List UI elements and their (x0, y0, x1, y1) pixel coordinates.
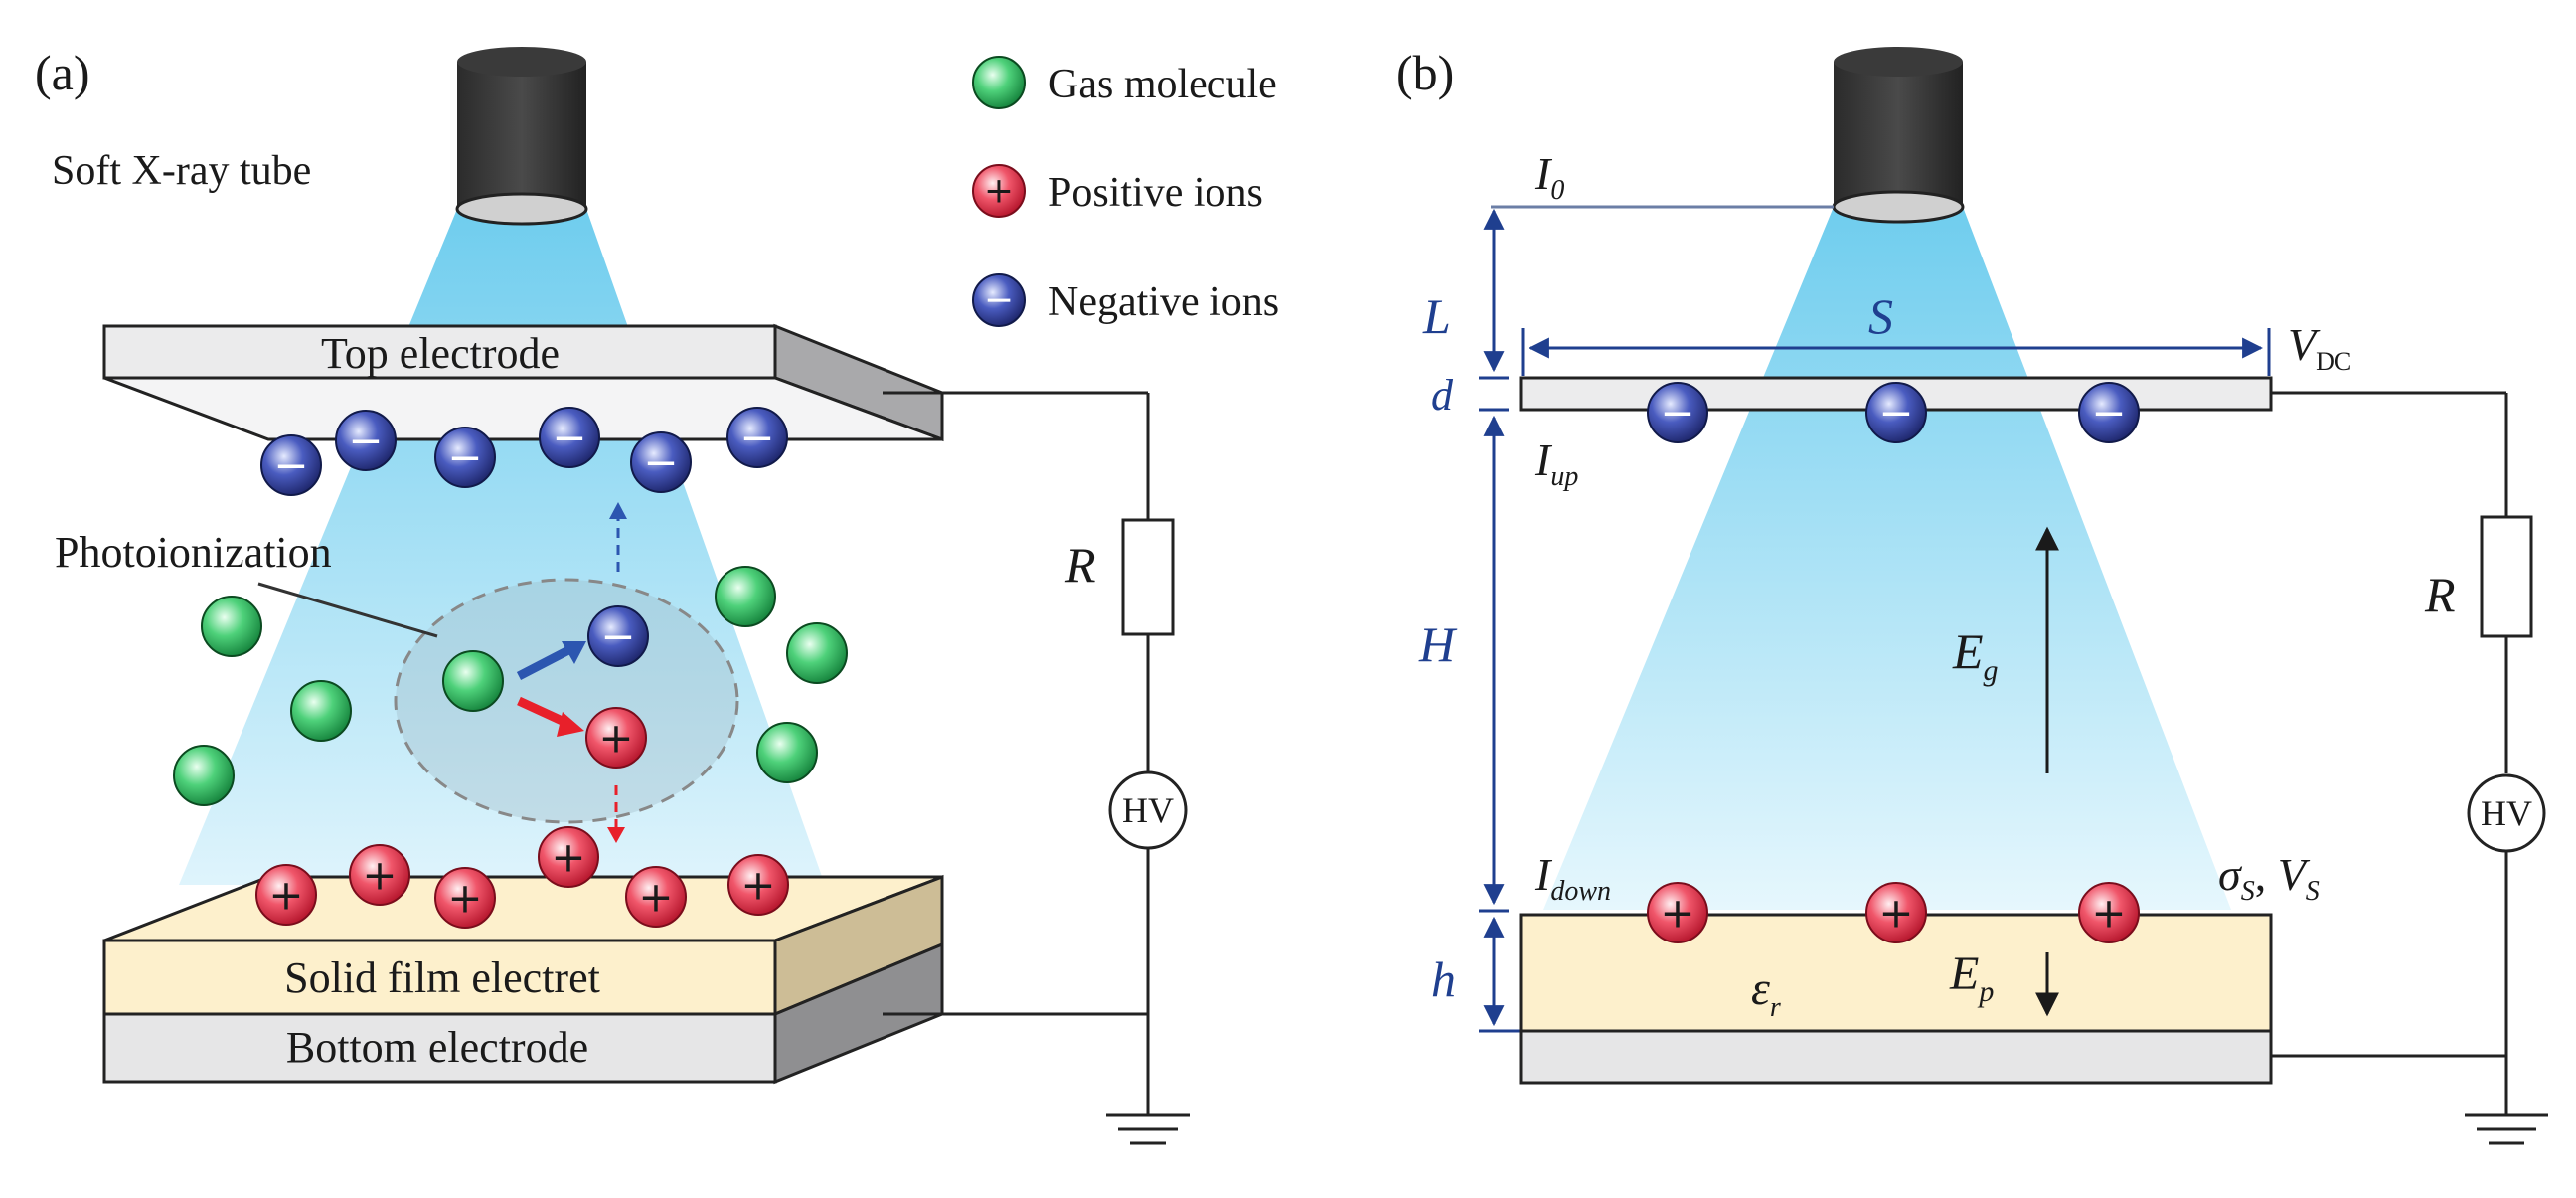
svg-text:−: − (739, 414, 774, 462)
hv-label-a: HV (1122, 790, 1174, 830)
dimension-line-vertical (1479, 208, 1521, 1033)
negative-ions-b: − − − (1647, 382, 2140, 443)
i0-label: I0 (1534, 148, 1564, 206)
panel-b-label: (b) (1396, 45, 1454, 100)
photoionization-label: Photoionization (55, 528, 332, 577)
ionization-arrow-positive (517, 696, 570, 729)
legend-negative-label: Negative ions (1048, 279, 1279, 325)
ionization-arrow-negative (516, 644, 575, 680)
iup-label: Iup (1534, 434, 1578, 492)
legend-gas-label: Gas molecule (1048, 62, 1277, 107)
gas-molecules-a (173, 566, 848, 806)
vdc-label: VDC (2288, 319, 2351, 376)
eg-label: Eg (1952, 623, 1999, 687)
xray-beam-b (1543, 207, 2231, 910)
svg-text:+: + (1878, 889, 1913, 938)
svg-text:−: − (273, 441, 308, 490)
svg-text:+: + (362, 851, 397, 900)
hv-label-b: HV (2481, 793, 2532, 833)
circuit-a (883, 391, 1190, 1145)
dim-L: L (1422, 288, 1451, 344)
svg-text:+: + (268, 871, 303, 920)
idown-label: Idown (1534, 849, 1611, 907)
svg-text:+: + (1660, 889, 1694, 938)
dim-h: h (1431, 951, 1456, 1007)
central-negative-ion: − (587, 605, 649, 667)
panel-a-label: (a) (35, 45, 90, 100)
panel-a: (a) Soft X-ray tube Gas molecule + Posit… (35, 45, 1279, 1145)
svg-text:−: − (348, 417, 383, 465)
photoionization-leader (257, 582, 438, 638)
svg-text:−: − (643, 438, 678, 487)
svg-text:−: − (1878, 389, 1913, 437)
electret-label: Solid film electret (284, 953, 600, 1002)
xray-tube-b (1832, 47, 1965, 224)
dim-H: H (1418, 616, 1458, 672)
svg-text:+: + (740, 861, 775, 910)
positive-ions-a: + + + + + + (255, 826, 789, 929)
dim-S: S (1868, 288, 1893, 344)
central-positive-ion: + (585, 707, 647, 769)
bottom-electrode-label: Bottom electrode (286, 1023, 588, 1072)
panel-b: (b) I0 L d H h (1396, 45, 2548, 1145)
tube-label: Soft X-ray tube (52, 148, 311, 194)
legend-negative-sign: − (984, 280, 1014, 321)
sigma-vs-label: σS, VS (2218, 849, 2320, 907)
epsilon-label: εr (1751, 962, 1781, 1023)
legend-positive-icon (972, 164, 1026, 218)
svg-text:+: + (551, 833, 585, 882)
xray-tube-a (455, 47, 588, 226)
svg-text:−: − (600, 612, 635, 661)
ep-label: Ep (1949, 947, 1994, 1008)
svg-text:−: − (447, 433, 482, 482)
electret-stack (102, 874, 944, 1085)
dimension-line-S (1521, 328, 2271, 376)
svg-text:−: − (1660, 389, 1694, 437)
svg-text:−: − (2091, 389, 2126, 437)
positive-ions-b: + + + (1647, 882, 2140, 943)
legend-gas-icon (972, 56, 1026, 109)
svg-text:+: + (2091, 889, 2126, 938)
svg-text:−: − (552, 414, 586, 462)
svg-text:+: + (638, 873, 673, 922)
svg-text:+: + (447, 874, 482, 923)
legend-negative-icon (972, 273, 1026, 327)
top-electrode-label: Top electrode (321, 329, 560, 378)
svg-text:+: + (598, 714, 633, 763)
legend-positive-label: Positive ions (1048, 170, 1263, 216)
bottom-electrode-b (1519, 1029, 2273, 1085)
legend-positive-sign: + (984, 171, 1014, 212)
circuit-b (2271, 391, 2548, 1145)
legend: Gas molecule + Positive ions − Negative … (972, 56, 1279, 327)
dim-d: d (1431, 371, 1454, 420)
negative-ions-a: − − − − − − (260, 407, 788, 496)
resistor-label-a: R (1064, 537, 1096, 593)
photoionization-zone (394, 578, 739, 824)
resistor-label-b: R (2424, 567, 2456, 622)
